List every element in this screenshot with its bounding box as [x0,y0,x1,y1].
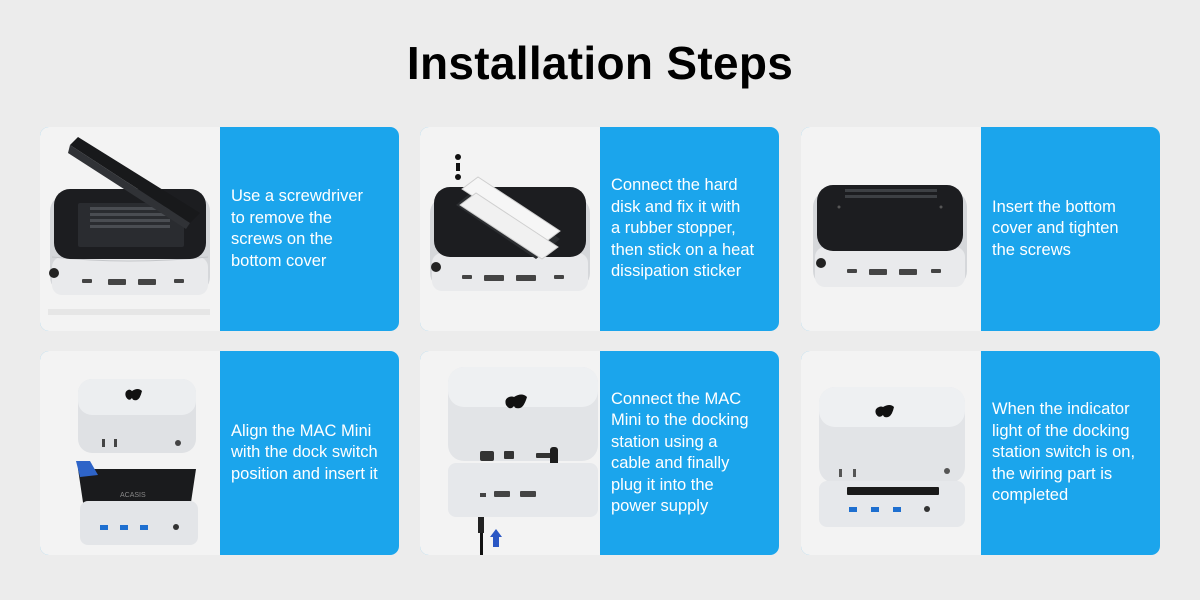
step-4-text: Align the MAC Mini with the dock switch … [231,421,378,483]
step-card-2: Connect the hard disk and fix it with a … [420,127,779,331]
step-2-image [420,127,600,331]
step-3-image [801,127,981,331]
step-1-text: Use a screwdriver to remove the screws o… [231,187,364,270]
step-card-5: Connect the MAC Mini to the docking stat… [420,351,779,555]
step-6-image [801,351,981,555]
step-3-text: Insert the bottom cover and tighten the … [992,197,1119,259]
step-card-3: Insert the bottom cover and tighten the … [801,127,1160,331]
page-title: Installation Steps [406,37,794,89]
step-4-image: ACASIS [40,351,220,555]
step-5-image [420,351,600,555]
svg-text:ACASIS: ACASIS [120,492,146,499]
step-5-text: Connect the MAC Mini to the docking stat… [611,389,749,516]
step-card-4: ACASIS Align the MAC Mini with the dock … [40,351,399,555]
step-2-text: Connect the hard disk and fix it with a … [611,176,755,281]
step-card-1: Use a screwdriver to remove the screws o… [40,127,399,331]
step-card-6: When the indicator light of the docking … [801,351,1160,555]
step-6-text: When the indicator light of the docking … [992,400,1136,505]
step-1-image [40,127,220,331]
